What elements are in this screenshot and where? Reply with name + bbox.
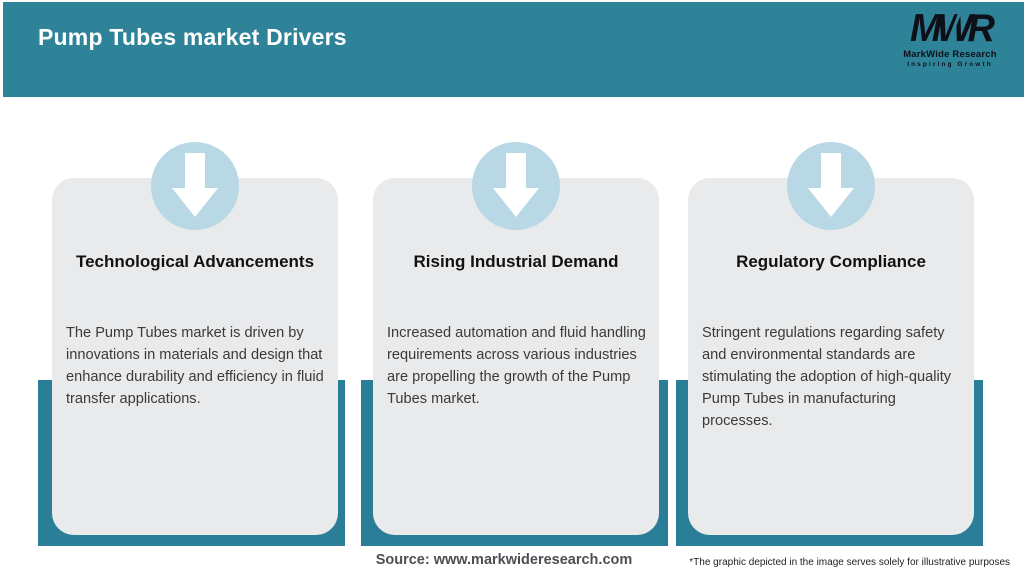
card-title: Rising Industrial Demand [413, 252, 619, 271]
card-icon-badge [787, 142, 875, 230]
page-title: Pump Tubes market Drivers [38, 24, 347, 50]
logo-name: MarkWide Research [903, 49, 997, 60]
disclaimer-text: *The graphic depicted in the image serve… [689, 557, 1010, 568]
card-body-text: Stringent regulations regarding safety a… [702, 325, 952, 429]
card-title: Technological Advancements [75, 252, 315, 271]
card-title: Regulatory Compliance [736, 252, 926, 271]
card-body-text: Increased automation and fluid handling … [387, 325, 646, 407]
driver-card-technological-advancements [52, 178, 338, 535]
brand-logo: MWR MarkWide Research Inspiring Growth [894, 10, 1006, 68]
card-icon-badge [472, 142, 560, 230]
arrow-down-icon [808, 153, 854, 217]
arrow-down-icon [172, 153, 218, 217]
arrow-down-icon [493, 153, 539, 217]
source-text: Source: www.markwideresearch.com [375, 552, 633, 568]
driver-card-rising-industrial-demand [373, 178, 659, 535]
header-bar: Pump Tubes market Drivers MWR MarkWide R… [3, 2, 1024, 97]
card-icon-badge [151, 142, 239, 230]
driver-card-regulatory-compliance [688, 178, 974, 535]
logo-monogram-text: MWR [910, 7, 995, 51]
logo-monogram: MWR [910, 7, 995, 51]
logo-tagline: Inspiring Growth [907, 61, 993, 68]
card-body-text: The Pump Tubes market is driven by innov… [66, 325, 324, 407]
